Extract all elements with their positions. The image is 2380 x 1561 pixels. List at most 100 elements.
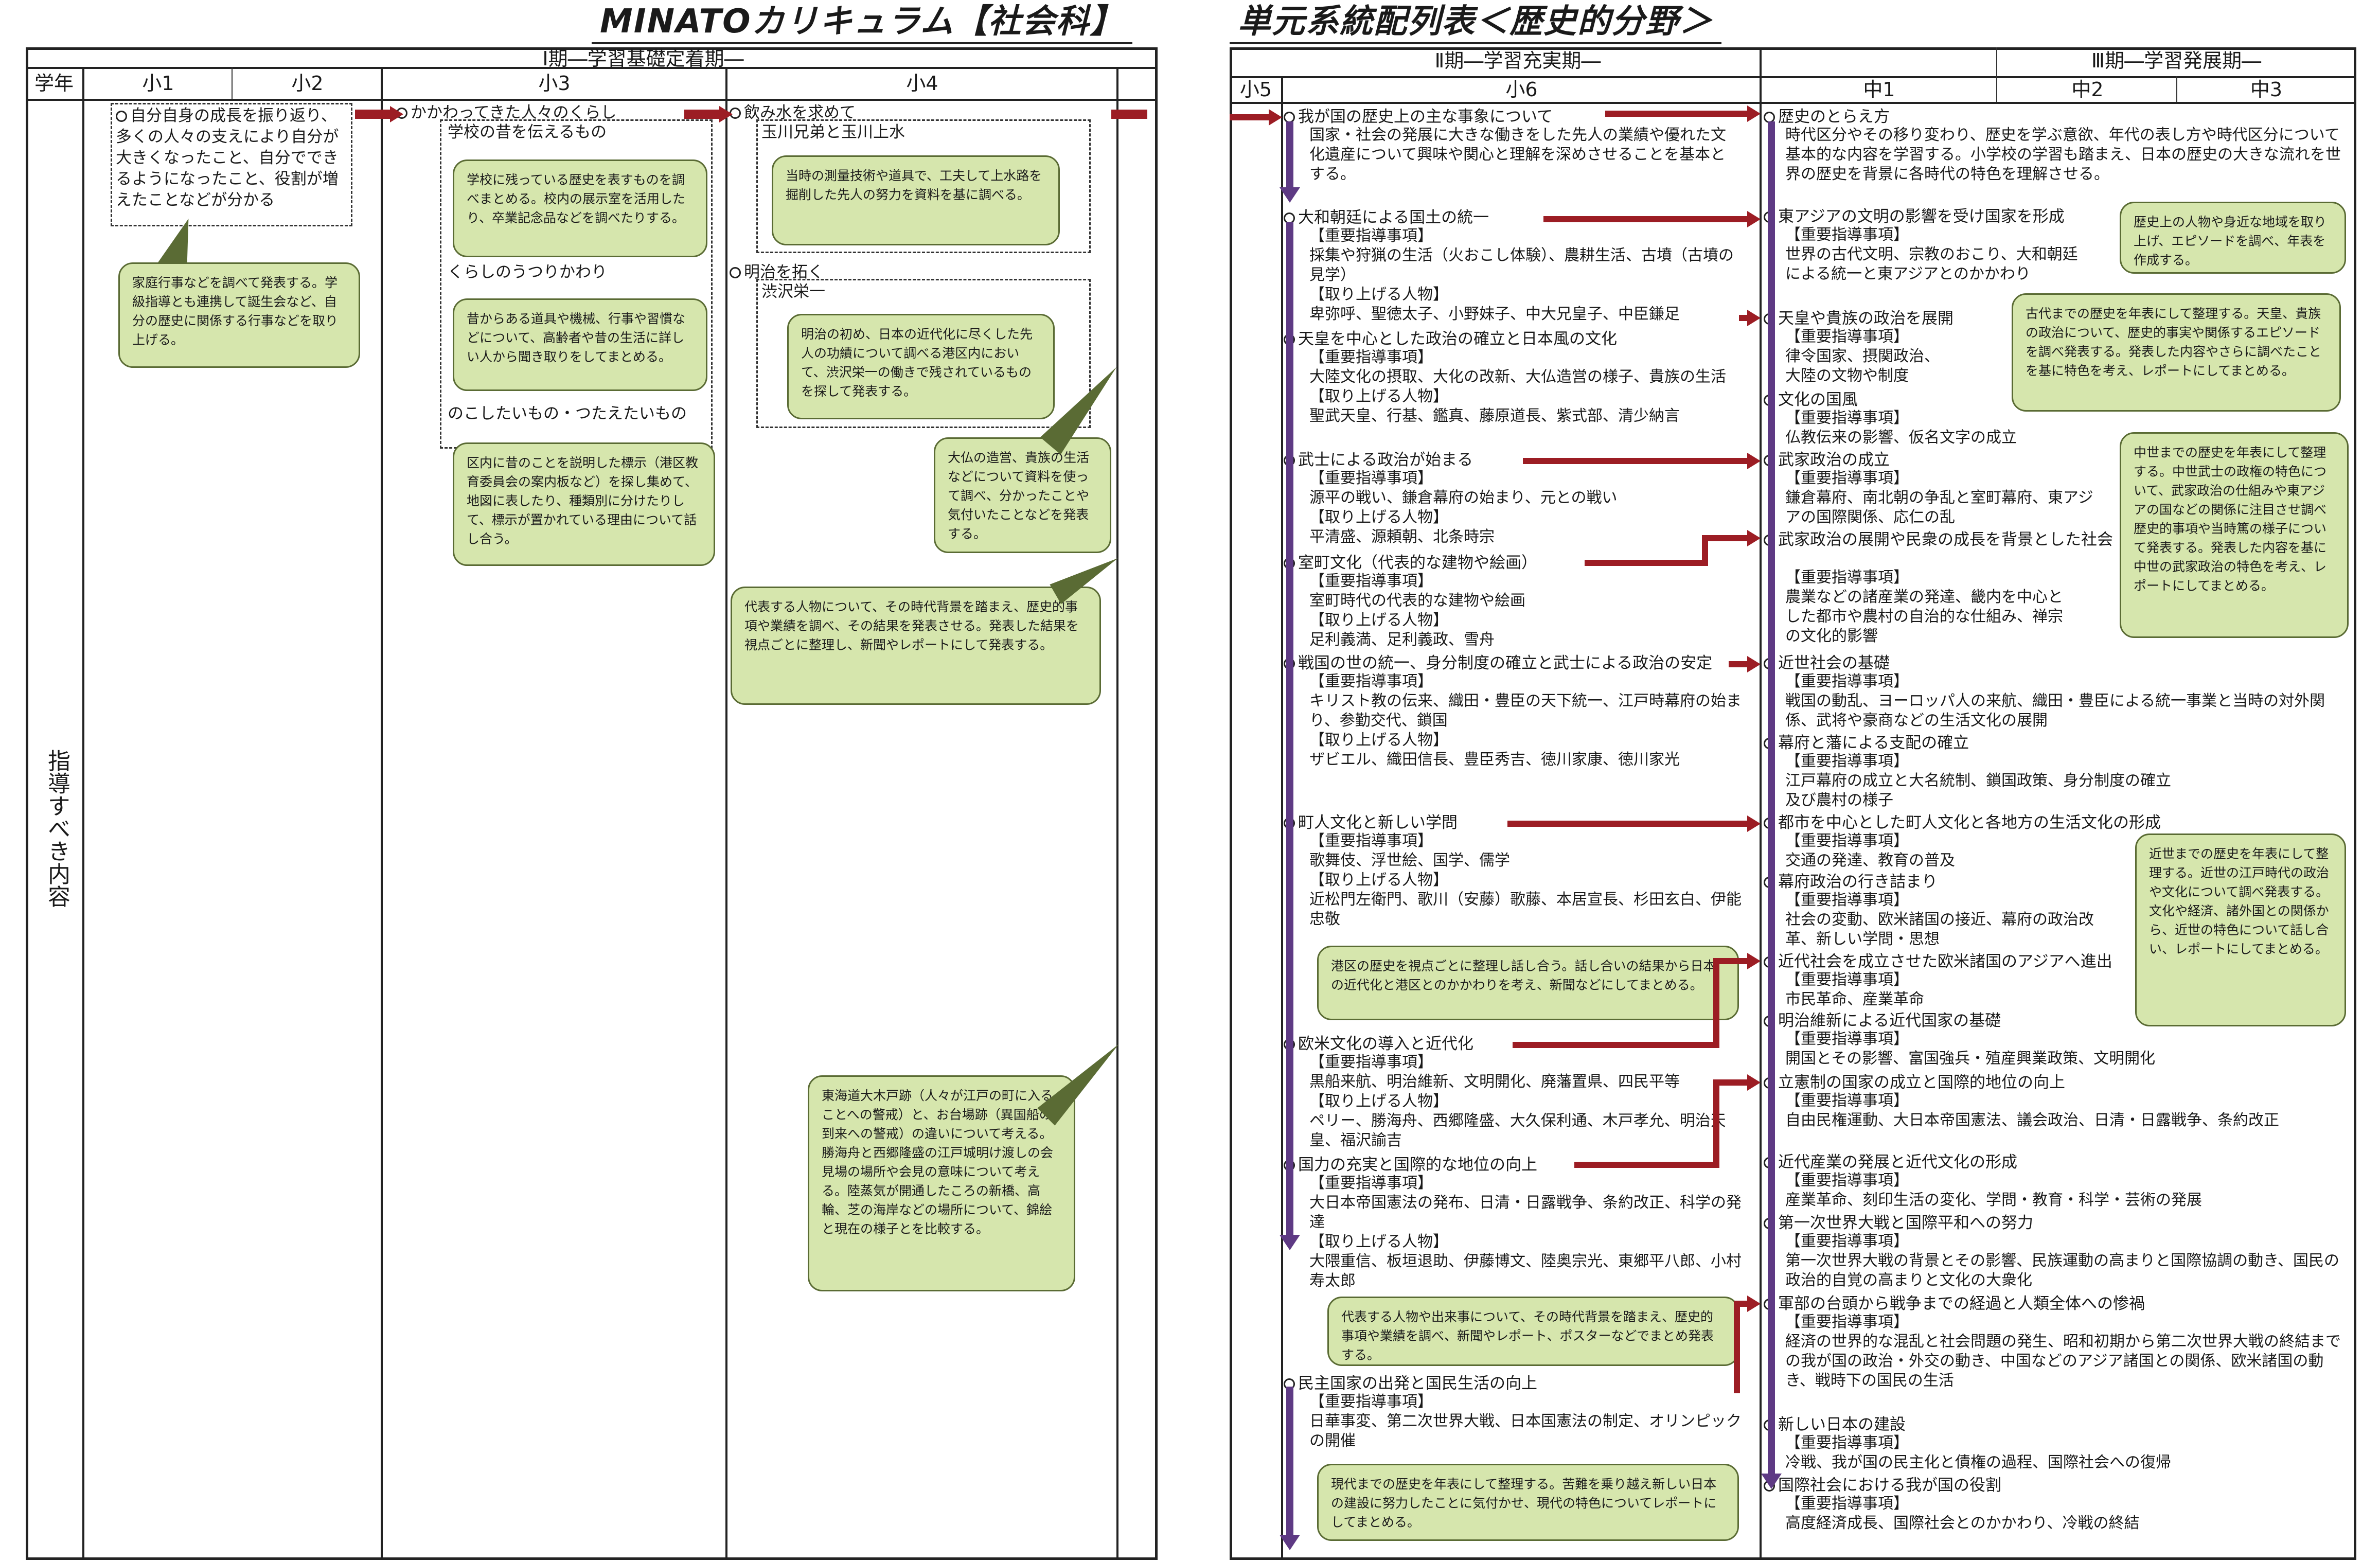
right-col-divider (1760, 47, 1762, 1558)
red-arrow-head (1747, 953, 1761, 969)
subunit-title: のこしたいもの・つたえたいもの (448, 404, 687, 423)
purple-arrow-head (1280, 1235, 1300, 1250)
red-connector (1513, 1042, 1718, 1048)
note-jh-2: 古代までの歴史を年表にして整理する。天皇、貴族の政治について、歴史的事実や関係す… (2012, 293, 2341, 412)
red-connector (1713, 958, 1719, 1048)
g6-unit-title: 戦国の世の統一、身分制度の確立と武士による政治の安定 (1284, 653, 1712, 673)
note-g3-2: 昔からある道具や機械、行事や習慣などについて、高齢者や昔の生活に詳しい人から聞き… (453, 298, 707, 391)
note-g4-1: 当時の測量技術や道具で、工夫して上水路を掘削した先人の努力を資料を基に調べる。 (772, 155, 1060, 245)
left-header-divider-2 (26, 99, 1158, 101)
right-header-divider-2 (1230, 102, 2356, 104)
jh-unit-body: 【重要指導事項】 社会の変動、欧米諸国の接近、幕府の政治改革、新しい学問・思想 (1785, 891, 2094, 948)
jh-unit-body: 【重要指導事項】 産業革命、刻印生活の変化、学問・教育・科学・芸術の発展 (1785, 1172, 2202, 1209)
jh-unit-title: 立憲制の国家の成立と国際的地位の向上 (1764, 1073, 2065, 1092)
red-connector (1230, 114, 1271, 120)
unit-growth-text: 自分自身の成長を振り返り、多くの人々の支えにより自分が大きくなったこと、自分でで… (116, 107, 339, 209)
red-arrow-head (1747, 1296, 1761, 1312)
red-arrow-head (719, 106, 733, 122)
right-table-frame (1230, 47, 2356, 1560)
note-g12: 家庭行事などを調べて発表する。学級指導とも連携して誕生会など、自分の歴史に関係す… (118, 262, 360, 368)
red-connector (1523, 458, 1749, 464)
note-g6-1: 港区の歴史を視点ごとに整理し話し合う。話し合いの結果から日本の近代化と港区とのか… (1317, 946, 1739, 1020)
circle-icon (730, 267, 741, 278)
jh-unit-title: 歴史のとらえ方 (1764, 107, 1890, 127)
red-connector (355, 110, 391, 119)
jh-unit-title: 国際社会における我が国の役割 (1764, 1476, 2001, 1495)
left-table-frame (26, 47, 1158, 1560)
unit-title: 飲み水を求めて (730, 103, 856, 122)
purple-arrow-head (1280, 1535, 1300, 1550)
red-arrow-head (1747, 530, 1761, 546)
grade-header-4: 小4 (906, 72, 938, 95)
note-g4-3: 大仏の造営、貴族の生活などについて資料を使って調べ、分かったことや気付いたことな… (934, 437, 1111, 553)
jh-unit-title: 東アジアの文明の影響を受け国家を形成 (1764, 207, 2065, 226)
row-label: 指導すべき内容 (44, 749, 70, 908)
red-connector (1729, 661, 1749, 667)
left-col-divider (82, 67, 84, 1559)
jh-unit-title: 幕府と藩による支配の確立 (1764, 733, 1969, 753)
jh-unit-body: 【重要指導事項】 自由民権運動、大日本帝国憲法、議会政治、日清・日露戦争、条約改… (1785, 1092, 2279, 1129)
left-col-divider (725, 67, 727, 1559)
red-connector (1739, 315, 1749, 321)
note-g4-2: 明治の初め、日本の近代化に尽くした先人の功績について調べる港区内において、渋沢栄… (787, 314, 1055, 419)
jh-unit-body: 時代区分やその移り変わり、歴史を学ぶ意欲、年代の表し方や時代区分について基本的な… (1785, 126, 2341, 183)
g6-unit-body: 【重要指導事項】 採集や狩猟の生活（火おこし体験）、農耕生活、古墳（古墳の見学）… (1309, 227, 1734, 323)
red-connector (1585, 560, 1708, 566)
jh-unit-title: 軍部の台頭から戦争までの経過と人類全体への惨禍 (1764, 1294, 2145, 1314)
left-col-divider (1116, 67, 1118, 1559)
left-col-divider-thin (232, 67, 233, 99)
left-col-divider (381, 67, 383, 1559)
jh-unit-title: 天皇や貴族の政治を展開 (1764, 309, 1953, 328)
jh-unit-title: 近代産業の発展と近代文化の形成 (1764, 1152, 2017, 1172)
red-arrow-head (1269, 109, 1282, 126)
jh-unit-body: 【重要指導事項】 律令国家、摂関政治、 大陸の文物や制度 (1785, 328, 1940, 385)
jh-unit-body: 【重要指導事項】 冷戦、我が国の民主化と債権の過程、国際社会への復帰 (1785, 1434, 2171, 1471)
g6-unit-body: 【重要指導事項】 キリスト教の伝来、織田・豊臣の天下統一、江戸時幕府の始まり、参… (1309, 672, 1742, 769)
g6-unit-body: 【重要指導事項】 大日本帝国憲法の発布、日清・日露戦争、条約改正、科学の発達 【… (1309, 1174, 1742, 1290)
red-connector (1713, 1079, 1719, 1168)
red-connector (1605, 111, 1749, 117)
red-arrow-head (390, 106, 403, 122)
note-g4-5: 東海道大木戸跡（人々が江戸の町に入ることへの警戒）と、お台場跡（異国船の到来への… (808, 1075, 1075, 1291)
red-connector (1734, 1301, 1740, 1393)
subunit-title: くらしのうつりかわり (448, 263, 607, 281)
red-arrow-head (1747, 310, 1761, 326)
grade-label: 学年 (34, 72, 74, 95)
period3-title: Ⅲ期―学習発展期― (2091, 49, 2262, 72)
red-arrow-head (1747, 656, 1761, 672)
g6-unit-title: 室町文化（代表的な建物や絵画） (1284, 553, 1537, 573)
note-jh-4: 近世までの歴史を年表にして整理する。近世の江戸時代の政治や文化について調べ発表す… (2135, 833, 2346, 1026)
note-jh-3: 中世までの歴史を年表にして整理する。中世武士の政権の特色について、武家政治の仕組… (2120, 432, 2349, 638)
grade-header-jh1: 中1 (1863, 78, 1895, 101)
right-col-divider-thin (1996, 47, 1997, 102)
right-col-divider (1281, 76, 1283, 1558)
unit-title: 明治を拓く (730, 262, 824, 282)
jh-unit-title: 文化の国風 (1764, 390, 1858, 410)
jh-unit-body: 【重要指導事項】 戦国の動乱、ヨーロッパ人の来航、織田・豊臣による統一事業と当時… (1785, 672, 2325, 730)
subunit-title: 玉川兄弟と玉川上水 (761, 123, 905, 141)
period2-title: Ⅱ期―学習充実期― (1434, 49, 1601, 72)
jh-unit-title: 新しい日本の建設 (1764, 1415, 1906, 1434)
red-connector (1543, 216, 1749, 222)
jh-unit-title: 武家政治の展開や民衆の成長を背景とした社会 (1764, 530, 2113, 549)
jh-unit-title: 近代社会を成立させた欧米諸国のアジアへ進出 (1764, 952, 2112, 971)
g6-unit-title: 民主国家の出発と国民生活の向上 (1284, 1374, 1537, 1393)
red-arrow-head (1747, 453, 1761, 469)
jh-unit-body: 【重要指導事項】 開国とその影響、富国強兵・殖産興業政策、文明開化 (1785, 1030, 2156, 1068)
right-page-title: 単元系統配列表＜歴史的分野＞ (1230, 3, 1721, 44)
note-g3-3: 区内に昔のことを説明した標示（港区教育委員会の案内板など）を探し集めて、地図に表… (453, 442, 715, 566)
grade-header-5: 小5 (1239, 78, 1272, 101)
purple-arrow (1286, 222, 1293, 1236)
left-page-title: MINATOカリキュラム【社会科】 (592, 3, 1132, 44)
jh-unit-title: 明治維新による近代国家の基礎 (1764, 1011, 2001, 1031)
jh-unit-body: 【重要指導事項】 高度経済成長、国際社会とのかかわり、冷戦の終結 (1785, 1495, 2140, 1532)
subunit-title: 学校の昔を伝えるもの (448, 123, 607, 141)
grade-header-jh3: 中3 (2250, 78, 2283, 101)
g6-unit-body: 国家・社会の発展に大きな働きをした先人の業績や優れた文化遺産について興味や関心と… (1309, 126, 1726, 183)
period1-title: Ⅰ期―学習基礎定着期― (542, 47, 744, 70)
jh-unit-title: 武家政治の成立 (1764, 450, 1890, 470)
jh-unit-title: 第一次世界大戦と国際平和への努力 (1764, 1213, 2033, 1233)
g6-unit-title: 欧米文化の導入と近代化 (1284, 1034, 1473, 1054)
red-arrow-head (1747, 1074, 1761, 1091)
grade-header-6: 小6 (1505, 78, 1538, 101)
